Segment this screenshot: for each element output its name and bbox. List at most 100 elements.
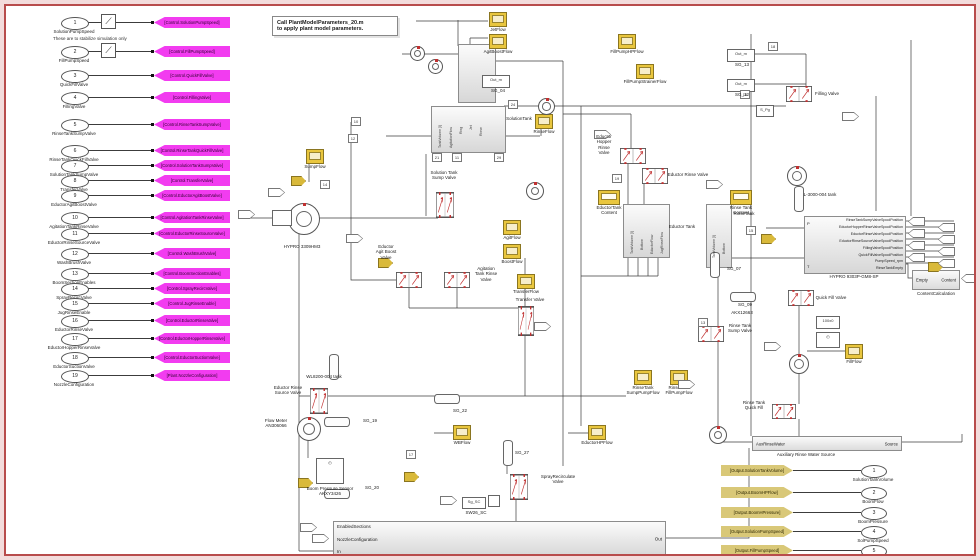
goto-tag[interactable]: [Control.FillingValve]: [154, 92, 230, 103]
from-tag[interactable]: [678, 380, 695, 389]
inport[interactable]: 15: [61, 298, 89, 311]
goto-tag[interactable]: [Control.EductorAgitBoostValve]: [154, 190, 230, 201]
inport[interactable]: 3: [61, 70, 89, 83]
subsystem-block[interactable]: [623, 204, 670, 258]
valve-block[interactable]: [620, 148, 647, 164]
goto-tag[interactable]: [Control.RinseTankSumpValve]: [154, 119, 230, 130]
inport[interactable]: 4: [61, 92, 89, 105]
inport[interactable]: 14: [61, 283, 89, 296]
scope-block[interactable]: BoostFlow: [501, 244, 523, 264]
goto-tag[interactable]: [Control.TransferValve]: [154, 175, 230, 186]
small-block[interactable]: ◴: [816, 332, 840, 348]
from-tag[interactable]: [594, 130, 611, 139]
valve-block[interactable]: [786, 86, 813, 102]
small-block[interactable]: [488, 495, 500, 507]
connection-badge[interactable]: 18: [768, 42, 778, 51]
goto-tag-small[interactable]: [298, 478, 313, 488]
inport[interactable]: 16: [61, 315, 89, 328]
pump-block[interactable]: [288, 203, 320, 235]
goto-tag[interactable]: [Control.EductorRinseValve]: [154, 315, 230, 326]
pump-block[interactable]: [428, 59, 443, 74]
small-block[interactable]: 100x0: [816, 316, 840, 329]
pipe-segment[interactable]: [329, 354, 339, 380]
valve-block[interactable]: [788, 290, 815, 306]
goto-tag[interactable]: [Control.AgitationTankRinseValve]: [154, 212, 230, 223]
scope-block[interactable]: WBFlow: [453, 425, 471, 445]
scope-block[interactable]: EductorHPFlow: [581, 425, 613, 445]
valve-block[interactable]: [642, 168, 669, 184]
subsystem-block[interactable]: [431, 106, 506, 153]
goto-tag-small[interactable]: [404, 472, 419, 482]
from-tag[interactable]: [842, 112, 859, 121]
connection-badge[interactable]: 21: [432, 153, 442, 162]
outport[interactable]: 4: [861, 526, 887, 539]
outport[interactable]: 5: [861, 545, 887, 554]
scope-block[interactable]: FillPumpStrainerFlow: [624, 64, 666, 84]
connection-badge[interactable]: 14: [320, 180, 330, 189]
goto-tag[interactable]: [Control.SprayRecircValve]: [154, 283, 230, 294]
pump-block[interactable]: [789, 354, 809, 374]
goto-tag-left[interactable]: [908, 229, 925, 238]
outport[interactable]: 3: [861, 507, 887, 520]
from-tag[interactable]: [706, 180, 723, 189]
valve-block[interactable]: [698, 326, 725, 342]
valve-block[interactable]: [444, 272, 471, 288]
inport[interactable]: 2: [61, 46, 89, 59]
goto-tag[interactable]: [Control.FillPumpSpeed]: [154, 46, 230, 57]
small-block[interactable]: Out_m: [727, 79, 755, 92]
small-block[interactable]: S_Pg: [756, 105, 774, 117]
inport[interactable]: 10: [61, 212, 89, 225]
connection-badge[interactable]: 13: [698, 318, 708, 327]
inport[interactable]: 17: [61, 333, 89, 346]
from-tag[interactable]: [238, 210, 255, 219]
connection-badge[interactable]: 10: [351, 117, 361, 126]
goto-tag[interactable]: [Control.SolutionPumpSpeed]: [154, 17, 230, 28]
io-block[interactable]: Empty Content: [912, 270, 960, 290]
inport[interactable]: 19: [61, 370, 89, 383]
inport[interactable]: 9: [61, 190, 89, 203]
connection-badge[interactable]: 12: [348, 134, 358, 143]
connection-badge[interactable]: 11: [452, 153, 462, 162]
from-tag[interactable]: [268, 188, 285, 197]
scope-block[interactable]: RinseTank SumpPumpFlow: [626, 370, 660, 395]
from-tag[interactable]: [Output.BoomHPFlow]: [721, 487, 793, 498]
goto-tag-left[interactable]: [938, 259, 955, 268]
inport[interactable]: 1: [61, 17, 89, 30]
connection-badge[interactable]: 24: [508, 100, 518, 109]
pipe-segment[interactable]: [730, 292, 756, 302]
scope-block[interactable]: SumpFlow: [304, 149, 326, 169]
goto-tag-left[interactable]: [938, 247, 955, 256]
from-tag[interactable]: [Output.SolutionPumpSpeed]: [721, 526, 793, 537]
outport[interactable]: 1: [861, 465, 887, 478]
goto-tag[interactable]: [Control.WashBrushValve]: [154, 248, 230, 259]
pump-block[interactable]: [709, 426, 727, 444]
inport[interactable]: 8: [61, 175, 89, 188]
pipe-segment[interactable]: [324, 489, 350, 499]
scope-block[interactable]: RinseFlow: [533, 114, 555, 134]
pipe-segment[interactable]: [434, 394, 460, 404]
scope-block[interactable]: FillFlow: [845, 344, 863, 364]
valve-block[interactable]: [396, 272, 423, 288]
valve-block[interactable]: [310, 388, 329, 414]
from-tag[interactable]: [Output.BoomHPressure]: [721, 507, 793, 518]
valve-block[interactable]: [510, 474, 529, 500]
display-block[interactable]: Rinse Tank Content: [730, 190, 752, 215]
pump-block[interactable]: [297, 417, 321, 441]
goto-tag-left[interactable]: [938, 235, 955, 244]
goto-tag-left[interactable]: [938, 223, 955, 232]
goto-tag-left[interactable]: [908, 253, 925, 262]
goto-tag[interactable]: [Plant.NozzleConfiguration]: [154, 370, 230, 381]
pump-block[interactable]: [526, 182, 544, 200]
goto-tag[interactable]: [Control.EductorSuctionValve]: [154, 352, 230, 363]
valve-block[interactable]: [772, 404, 797, 419]
goto-tag-small[interactable]: [761, 234, 776, 244]
small-block[interactable]: Out_m: [727, 49, 755, 62]
saturation-block[interactable]: ⟋: [101, 43, 116, 58]
connection-badge[interactable]: 29: [494, 153, 504, 162]
goto-tag-left[interactable]: [908, 217, 925, 226]
small-block[interactable]: ◴: [316, 458, 344, 484]
valve-block[interactable]: [518, 306, 535, 336]
boom-subsystem[interactable]: EnabledSections NozzleConfiguration In O…: [333, 521, 666, 554]
goto-tag[interactable]: [Control.EductorRinseSourceValve]: [154, 228, 230, 239]
